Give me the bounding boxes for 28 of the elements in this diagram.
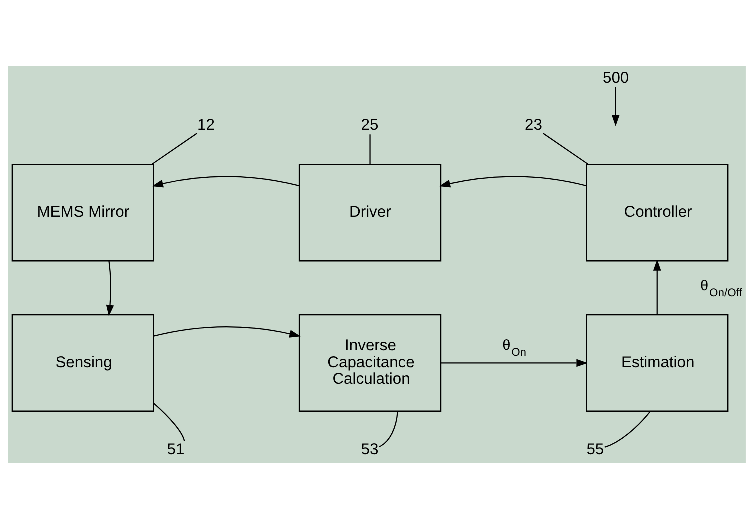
edge-label: θ$_{On}$ (502, 338, 527, 359)
edge-label: θ$_{On/Off}$ (700, 278, 742, 300)
node-text: 23 (525, 116, 542, 134)
arrow (653, 259, 662, 314)
node-box: Sensing (12, 314, 154, 412)
node-text: 53 (361, 440, 379, 458)
node-box: Inverse Capacitance Calculation (298, 314, 442, 412)
connector (370, 134, 371, 164)
node-box: Estimation (586, 314, 729, 412)
node-text: 25 (361, 116, 379, 134)
arrow (152, 176, 300, 188)
node-box: Controller (586, 164, 729, 262)
arrow (154, 326, 301, 338)
node-text: 500 (602, 70, 630, 87)
connector (153, 402, 186, 442)
arrow (106, 260, 114, 316)
arrow (612, 86, 620, 126)
node-text: 12 (198, 116, 216, 134)
node-text: 51 (167, 440, 185, 458)
connector (152, 132, 198, 165)
node-text: 55 (586, 440, 604, 458)
arrow (439, 176, 586, 188)
node-box: Driver (298, 164, 442, 262)
connector (379, 411, 398, 448)
connector (604, 410, 651, 448)
connector (542, 132, 589, 165)
arrow (441, 358, 588, 367)
node-box: MEMS Mirror (12, 164, 154, 262)
